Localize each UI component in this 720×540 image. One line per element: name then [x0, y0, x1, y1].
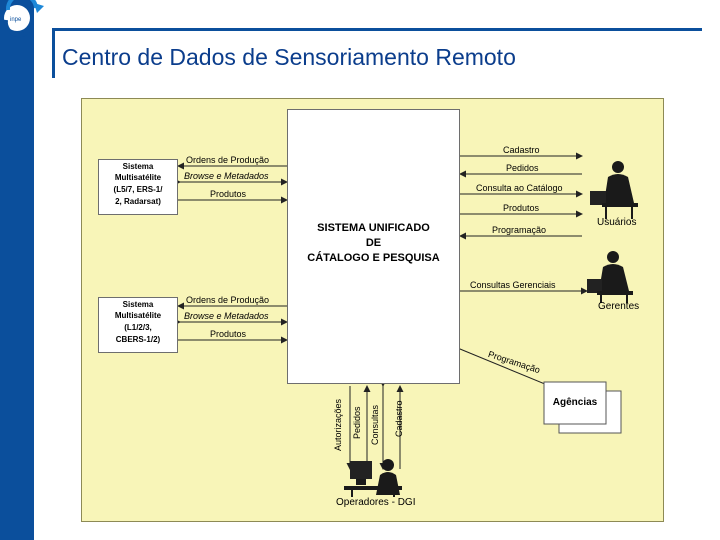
- agency-box-front: [543, 381, 607, 425]
- label-programacao: Programação: [492, 225, 547, 235]
- label-cadastro-op: Cadastro: [394, 400, 404, 437]
- label-produtos-2: Produtos: [210, 329, 247, 339]
- label-gerenciais: Consultas Gerenciais: [470, 280, 556, 290]
- satellite-1-line3: (L5/7, ERS-1/: [113, 185, 163, 194]
- satellite-1-line4: 2, Radarsat): [115, 197, 161, 206]
- usuarios-icon: [590, 161, 638, 219]
- label-browse-1: Browse e Metadados: [184, 171, 269, 181]
- label-pedidos: Pedidos: [506, 163, 539, 173]
- svg-text:inpe: inpe: [10, 17, 22, 23]
- label-operadores: Operadores - DGI: [336, 497, 416, 508]
- label-agencias: Agências: [552, 397, 598, 408]
- satellite-system-1: [98, 159, 178, 215]
- arrow-agencias: [453, 343, 558, 390]
- label-consultas-op: Consultas: [370, 404, 380, 445]
- left-accent-bar: [0, 0, 34, 540]
- label-autorizacoes: Autorizações: [333, 398, 343, 451]
- satellite-system-2: [98, 297, 178, 353]
- label-usuarios: Usuários: [597, 217, 637, 228]
- diagram-connectors: [174, 152, 638, 497]
- central-box-line3: CÁTALOGO E PESQUISA: [307, 252, 440, 264]
- satellite-2-line2: Multisatélite: [114, 311, 162, 320]
- satellite-2-line3: (L1/2/3,: [124, 323, 152, 332]
- inpe-logo-icon: inpe: [3, 0, 44, 38]
- title-rule-vertical: [52, 28, 55, 78]
- label-ordens-1: Ordens de Produção: [186, 155, 270, 165]
- label-browse-2: Browse e Metadados: [184, 311, 269, 321]
- inpe-logo: inpe: [0, 0, 48, 40]
- satellite-1-line2: Multisatélite: [114, 173, 162, 182]
- label-produtos-user: Produtos: [503, 203, 540, 213]
- label-gerentes: Gerentes: [598, 301, 640, 312]
- central-box-line1: SISTEMA UNIFICADO: [317, 222, 430, 234]
- label-cadastro: Cadastro: [503, 145, 540, 155]
- slide-title: Centro de Dados de Sensoriamento Remoto: [62, 44, 516, 70]
- satellite-2-line1: Sistema: [122, 300, 154, 309]
- central-system-box: [287, 109, 460, 384]
- label-ordens-2: Ordens de Produção: [186, 295, 270, 305]
- central-box-line2: DE: [365, 237, 382, 249]
- satellite-1-line1: Sistema: [122, 162, 154, 171]
- satellite-2-line4: CBERS-1/2): [115, 335, 161, 344]
- system-diagram: SISTEMA UNIFICADO DE CÁTALOGO E PESQUISA…: [81, 98, 664, 522]
- operadores-icon: [344, 459, 402, 497]
- label-pedidos-op: Pedidos: [352, 406, 362, 439]
- gerentes-icon: [587, 251, 633, 303]
- label-consulta: Consulta ao Catálogo: [476, 183, 563, 193]
- label-produtos-1: Produtos: [210, 189, 247, 199]
- title-rule-horizontal: [52, 28, 702, 31]
